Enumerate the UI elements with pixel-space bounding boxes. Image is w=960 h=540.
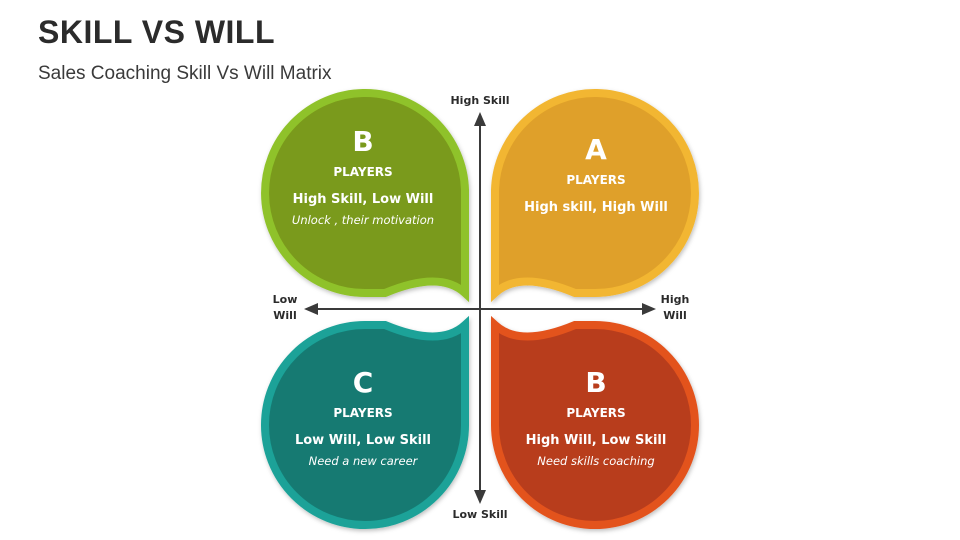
quadrant-bottom-left: C PLAYERS Low Will, Low Skill Need a new… xyxy=(273,366,453,468)
quadrant-bottom-right: B PLAYERS High Will, Low Skill Need skil… xyxy=(506,366,686,468)
axis-arrows xyxy=(304,112,656,504)
axis-label-low-will-line2: Will xyxy=(273,309,297,322)
quadrant-players: PLAYERS xyxy=(333,165,393,179)
quadrant-desc: Low Will, Low Skill xyxy=(294,433,432,448)
axis-label-low-will: Low Will xyxy=(262,292,308,324)
quadrant-players: PLAYERS xyxy=(333,406,393,420)
page-subtitle: Sales Coaching Skill Vs Will Matrix xyxy=(38,63,332,84)
quadrant-note: Need a new career xyxy=(308,454,418,468)
axis-label-high-will-line1: High xyxy=(660,293,690,306)
quadrant-letter: C xyxy=(352,366,374,399)
quadrant-top-right: A PLAYERS High skill, High Will xyxy=(506,133,686,215)
quadrant-shape-bottom-right xyxy=(491,315,699,529)
page-title: SKILL VS WILL xyxy=(38,14,276,50)
axis-label-low-will-line1: Low xyxy=(272,293,298,306)
axis-label-high-will-line2: Will xyxy=(663,309,687,322)
quadrant-letter: B xyxy=(352,125,374,158)
quadrant-note: Need skills coaching xyxy=(537,454,655,468)
quadrant-top-left: B PLAYERS High Skill, Low Will Unlock , … xyxy=(273,125,453,227)
quadrant-shape-top-right xyxy=(491,89,699,303)
quadrant-desc: High Will, Low Skill xyxy=(525,433,667,448)
quadrant-letter: B xyxy=(585,366,607,399)
quadrant-desc: High skill, High Will xyxy=(524,200,668,215)
quadrant-shape-top-left xyxy=(261,89,469,303)
quadrant-desc: High Skill, Low Will xyxy=(292,192,434,207)
quadrant-note: Unlock , their motivation xyxy=(291,213,435,227)
axis-label-high-skill: High Skill xyxy=(450,94,510,107)
quadrant-players: PLAYERS xyxy=(566,406,626,420)
axis-label-low-skill: Low Skill xyxy=(452,508,508,521)
axis-label-high-will: High Will xyxy=(652,292,698,324)
quadrant-players: PLAYERS xyxy=(566,173,626,187)
quadrant-shape-bottom-left xyxy=(261,315,469,529)
quadrant-letter: A xyxy=(585,133,607,166)
